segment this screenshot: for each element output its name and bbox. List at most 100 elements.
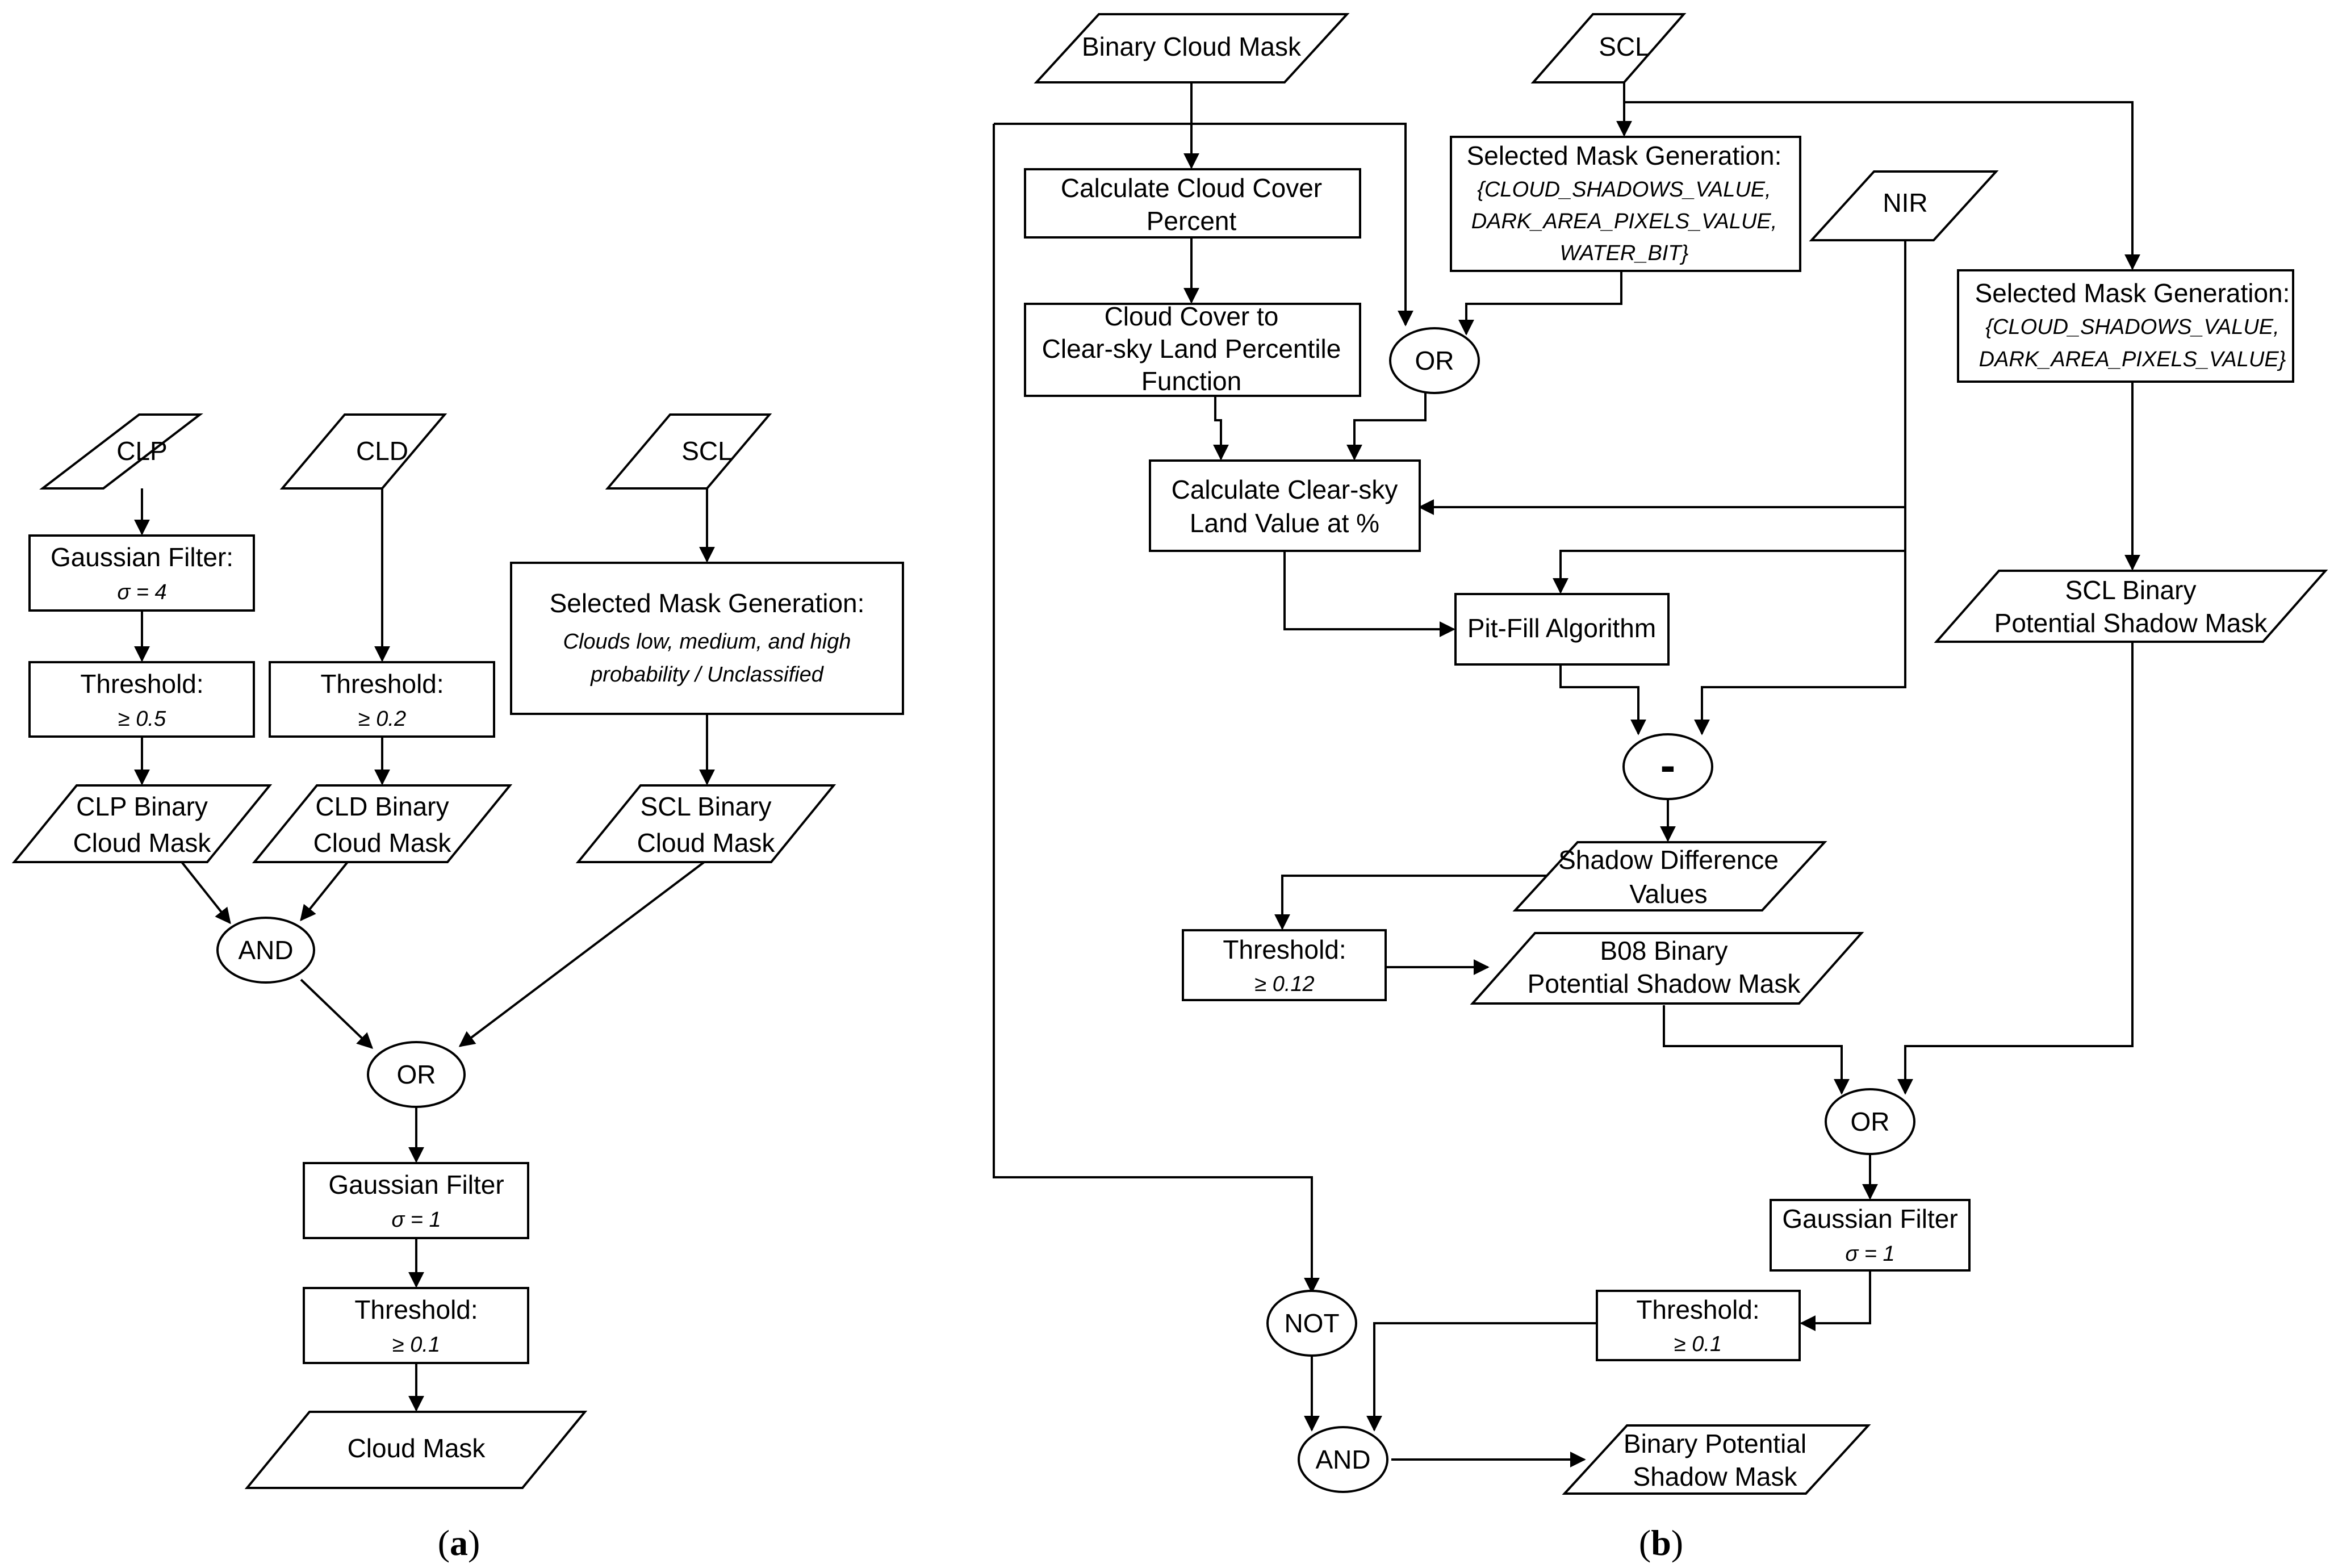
calc-cloud-cover-percent: Calculate Cloud Cover Percent (1024, 168, 1361, 239)
clp-binary-cloud-mask: CLP Binary Cloud Mask (11, 784, 273, 863)
threshold-clp-title: Threshold: (80, 669, 203, 699)
edge-clp-binary-to-and (181, 861, 231, 925)
binary-cloud-mask-label: Binary Cloud Mask (1082, 32, 1302, 61)
selected-mask-generation-a: Selected Mask Generation: Clouds low, me… (510, 562, 904, 715)
gaussian-filter-sigma1-a: Gaussian Filter σ = 1 (303, 1162, 529, 1239)
scl-binary-potential-shadow-mask: SCL Binary Potential Shadow Mask (1934, 570, 2328, 643)
nir-input: NIR (1809, 170, 1999, 241)
scl-input-b: SCL (1530, 13, 1687, 83)
threshold-final-a: Threshold: ≥ 0.1 (303, 1287, 529, 1364)
scl-binary-cloud-mask: SCL Binary Cloud Mask (575, 784, 836, 863)
clp-label: CLP (116, 436, 167, 466)
cloud-mask-label: Cloud Mask (348, 1433, 486, 1463)
scl-label-b: SCL (1599, 32, 1649, 61)
clp-input: CLP (39, 413, 203, 490)
scl-binary-shadow-line2: Potential Shadow Mask (1994, 608, 2268, 638)
edge-or-top-to-clear-sky (1346, 392, 1427, 461)
threshold-final-a-param: ≥ 0.1 (392, 1333, 440, 1357)
panel-b-edges (993, 82, 2140, 1467)
selected-mask-generation-1: Selected Mask Generation: {CLOUD_SHADOWS… (1450, 136, 1801, 272)
nir-label: NIR (1883, 188, 1927, 218)
cld-binary-cloud-mask: CLD Binary Cloud Mask (252, 784, 513, 863)
selected-mask-1-line2: DARK_AREA_PIXELS_VALUE, (1471, 210, 1777, 233)
binary-potential-shadow-line2: Shadow Mask (1633, 1462, 1798, 1491)
panel-a: CLP CLD SCL Gaussian Filter: σ = 4 Thres… (11, 413, 904, 1563)
selected-mask-1-title: Selected Mask Generation: (1467, 141, 1782, 170)
threshold-01-b-param: ≥ 0.1 (1674, 1332, 1722, 1356)
binary-potential-shadow-mask-output: Binary Potential Shadow Mask (1562, 1424, 1871, 1495)
gaussian-filter-b: Gaussian Filter σ = 1 (1770, 1199, 1971, 1272)
and-label-a: AND (238, 935, 293, 965)
edge-selected-mask-1-to-or (1458, 271, 1622, 336)
threshold-clp: Threshold: ≥ 0.5 (28, 661, 255, 738)
threshold-cld-param: ≥ 0.2 (358, 707, 406, 731)
edge-clear-sky-to-pit-fill (1283, 551, 1455, 637)
calc-clear-sky-line1: Calculate Clear-sky (1172, 475, 1398, 504)
edge-and-to-or (300, 979, 374, 1049)
scl-binary-line1: SCL Binary (641, 792, 772, 821)
pit-fill-label: Pit-Fill Algorithm (1467, 613, 1656, 643)
gaussian-filter-b-param: σ = 1 (1845, 1242, 1894, 1266)
gaussian-filter-sigma1-a-param: σ = 1 (391, 1208, 441, 1232)
selected-mask-2-line1: {CLOUD_SHADOWS_VALUE, (1985, 315, 2279, 339)
panel-a-edges (134, 488, 715, 1412)
selected-mask-a-line1: Clouds low, medium, and high (563, 630, 851, 654)
edge-fn-to-clear-sky (1213, 396, 1229, 461)
and-node-a: AND (216, 917, 315, 984)
caption-a: (a) (438, 1523, 480, 1563)
edge-shadow-diff-to-threshold (1274, 875, 1552, 930)
threshold-cld-title: Threshold: (320, 669, 444, 699)
minus-label: - (1660, 740, 1676, 791)
threshold-final-a-title: Threshold: (354, 1295, 478, 1324)
cld-binary-line1: CLD Binary (315, 792, 449, 821)
scl-input-a: SCL (605, 413, 772, 490)
gaussian-filter-sigma1-a-title: Gaussian Filter (328, 1170, 504, 1199)
edge-scl-binary-to-or (458, 861, 705, 1047)
gaussian-filter-b-title: Gaussian Filter (1782, 1204, 1957, 1234)
not-label: NOT (1284, 1308, 1339, 1338)
selected-mask-generation-2: Selected Mask Generation: {CLOUD_SHADOWS… (1957, 269, 2294, 383)
cloud-cover-percentile-fn: Cloud Cover to Clear-sky Land Percentile… (1024, 302, 1361, 397)
gaussian-filter-sigma4-param: σ = 4 (117, 580, 166, 604)
shadow-difference-values: Shadow Difference Values (1512, 841, 1827, 911)
selected-mask-a-title: Selected Mask Generation: (550, 588, 865, 618)
threshold-clp-param: ≥ 0.5 (118, 707, 166, 731)
or-label-a: OR (397, 1060, 436, 1089)
selected-mask-a-line2: probability / Unclassified (590, 663, 825, 687)
edge-bcm-to-not (993, 124, 1320, 1294)
scl-binary-line2: Cloud Mask (637, 828, 776, 858)
calc-cloud-cover-line2: Percent (1147, 206, 1237, 236)
cld-binary-line2: Cloud Mask (313, 828, 452, 858)
calc-cloud-cover-line1: Calculate Cloud Cover (1061, 173, 1322, 203)
selected-mask-2-title: Selected Mask Generation: (1975, 278, 2290, 308)
or-node-a: OR (367, 1041, 466, 1108)
pit-fill-algorithm: Pit-Fill Algorithm (1454, 593, 1670, 666)
threshold-012-title: Threshold: (1223, 935, 1346, 964)
selected-mask-1-line1: {CLOUD_SHADOWS_VALUE, (1477, 178, 1771, 202)
or-node-b-right: OR (1825, 1088, 1915, 1155)
scl-label-a: SCL (681, 436, 732, 466)
caption-b: (b) (1639, 1523, 1683, 1563)
edge-threshold-01-to-and (1366, 1322, 1597, 1432)
selected-mask-2-line2: DARK_AREA_PIXELS_VALUE} (1979, 348, 2286, 371)
or-node-b-top: OR (1389, 327, 1480, 394)
b08-binary-line2: Potential Shadow Mask (1528, 969, 1801, 998)
shadow-diff-line2: Values (1629, 879, 1707, 909)
not-node: NOT (1266, 1290, 1357, 1357)
edge-pit-fill-to-minus (1559, 664, 1646, 735)
and-label-b: AND (1315, 1445, 1370, 1474)
cloud-mask-output: Cloud Mask (244, 1411, 588, 1489)
b08-binary-potential-shadow-mask: B08 Binary Potential Shadow Mask (1470, 932, 1864, 1005)
or-label-b-top: OR (1415, 346, 1454, 375)
edge-bcm-to-or-top (1191, 123, 1413, 327)
or-label-b-right: OR (1851, 1107, 1890, 1136)
threshold-cld: Threshold: ≥ 0.2 (269, 661, 495, 738)
edge-gaussian-to-threshold-01 (1800, 1270, 1871, 1331)
threshold-01-b: Threshold: ≥ 0.1 (1596, 1290, 1801, 1361)
calc-clear-sky-line2: Land Value at % (1190, 508, 1379, 538)
binary-cloud-mask-input: Binary Cloud Mask (1034, 13, 1350, 83)
b08-binary-line1: B08 Binary (1600, 936, 1728, 965)
edge-scl-to-selected-mask-2 (1624, 101, 2140, 270)
edge-cld-binary-to-and (300, 861, 349, 922)
threshold-01-b-title: Threshold: (1636, 1295, 1759, 1324)
